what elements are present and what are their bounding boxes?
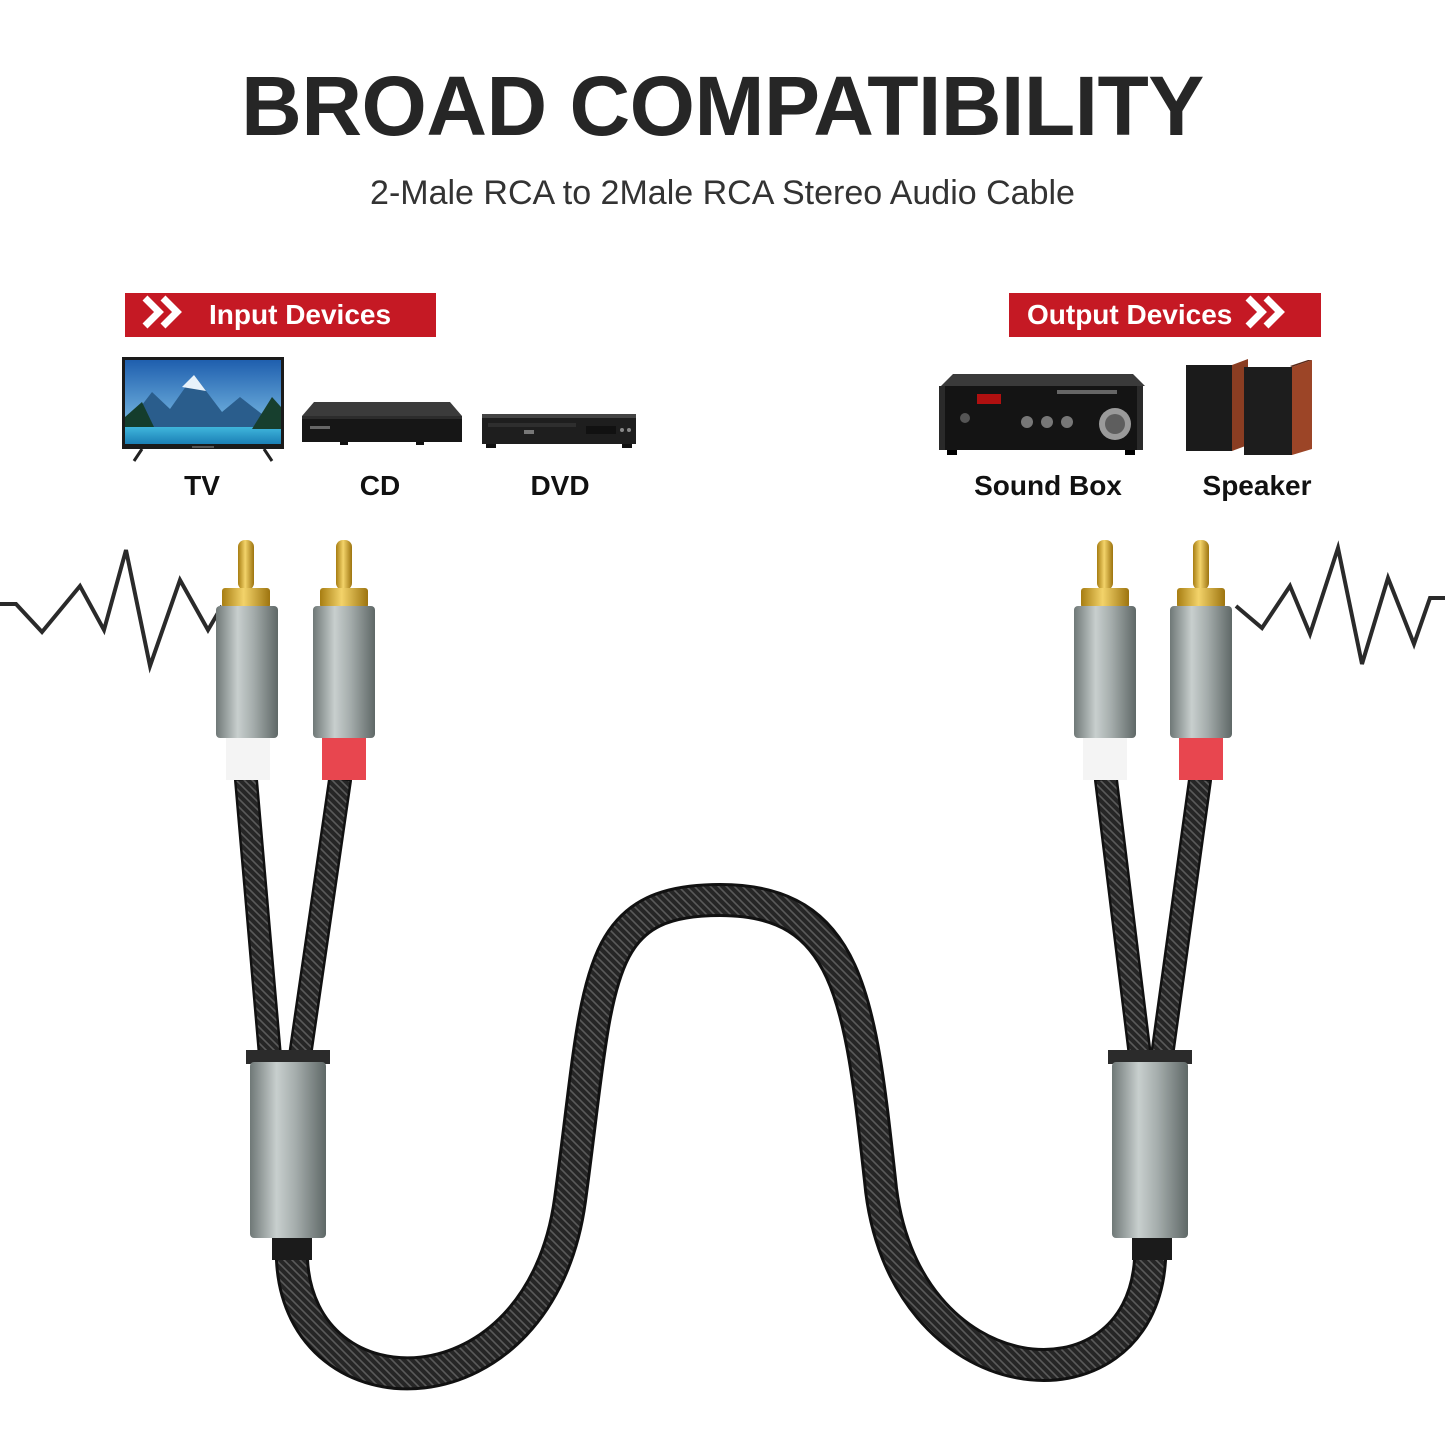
dvd-player-icon	[482, 414, 636, 453]
device-label-tv: TV	[184, 470, 220, 501]
rca-plug-icon	[216, 540, 278, 780]
output-devices-badge: Output Devices	[1009, 293, 1321, 337]
device-label-cd: CD	[359, 470, 401, 501]
input-devices-badge: Input Devices	[125, 293, 436, 337]
y-splitter-right	[1108, 1050, 1192, 1260]
page-subtitle: 2-Male RCA to 2Male RCA Stereo Audio Cab…	[370, 174, 1075, 212]
braided-cable-icon	[234, 768, 1212, 1391]
rca-plug-icon	[313, 540, 375, 780]
rca-plug-icon	[1170, 540, 1232, 780]
double-chevron-right-icon	[141, 295, 185, 336]
device-label-sound-box: Sound Box	[974, 470, 1122, 501]
audio-wave-icon	[0, 549, 224, 674]
speaker-icon	[1186, 357, 1320, 462]
device-label-speaker: Speaker	[1202, 470, 1312, 501]
output-devices-label: Output Devices	[1027, 299, 1233, 330]
device-label-dvd: DVD	[530, 470, 590, 501]
input-devices-label: Input Devices	[209, 299, 392, 330]
amplifier-icon	[937, 374, 1147, 461]
rca-plug-icon	[1074, 540, 1136, 780]
audio-wave-icon	[1234, 540, 1445, 665]
double-chevron-right-icon	[1244, 295, 1288, 336]
cd-player-icon	[300, 402, 464, 451]
y-splitter-left	[246, 1050, 330, 1260]
page-title: BROAD COMPATIBILITY	[241, 59, 1204, 153]
tv-icon	[122, 357, 284, 468]
